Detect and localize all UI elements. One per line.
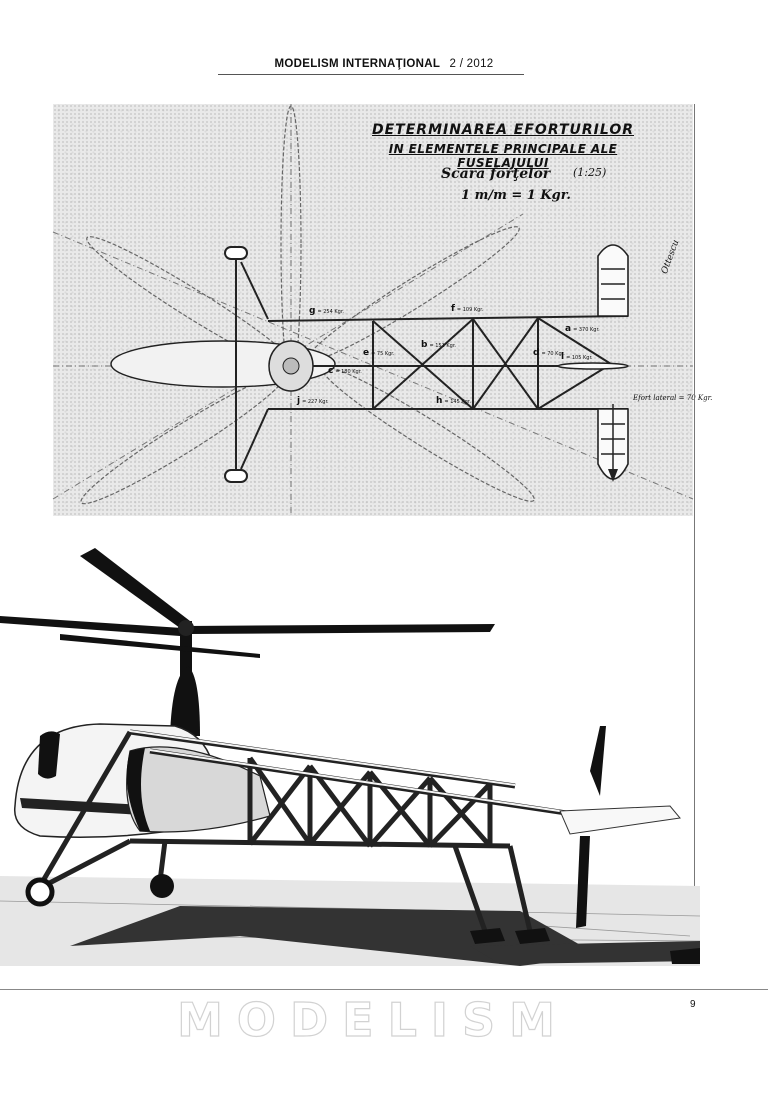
lateral-force-label: Efort lateral = 70 Kgr. [633,394,713,402]
force-label-h: h= 145 Kgr. [436,396,471,406]
force-label-j: j= 227 Kgr. [297,396,329,406]
force-label-e: e= 75 Kgr. [363,348,395,358]
force-label-l: l= 105 Kgr. [561,352,593,362]
force-label-d: d= 70 Kgr. [533,348,565,358]
publication-title: MODELISM INTERNAŢIONAL [274,58,440,70]
drawing-subtitle: IN ELEMENTELE PRINCIPALE ALE FUSELAJULUI [388,142,618,170]
header-divider [218,74,524,75]
issue-number: 2 / 2012 [449,58,494,70]
autogiro-3d-render [0,548,701,966]
force-label-a: a= 370 Kgr. [565,324,600,334]
force-label-g: g= 254 Kgr. [309,306,345,316]
force-label-b: b= 151 Kgr. [421,340,457,350]
page-header: MODELISM INTERNAŢIONAL 2 / 2012 [0,58,768,76]
force-label-c: c= 180 Kgr. [328,366,362,376]
scale-label: Scara forţelor [441,166,551,182]
scale-ratio: (1:25) [573,166,607,179]
force-diagram-drawing: DETERMINAREA EFORTURILOR IN ELEMENTELE P… [52,104,712,516]
scale-unit: 1 m/m = 1 Kgr. [461,188,571,203]
fuselage-plan-view [52,104,694,516]
force-label-f: f= 109 Kgr. [451,304,484,314]
footer-divider [0,989,768,990]
frame-rule [694,104,695,964]
drawing-title: DETERMINAREA EFORTURILOR [371,122,634,138]
magazine-watermark: MODELISM [176,992,569,1047]
page-number: 9 [690,999,696,1010]
